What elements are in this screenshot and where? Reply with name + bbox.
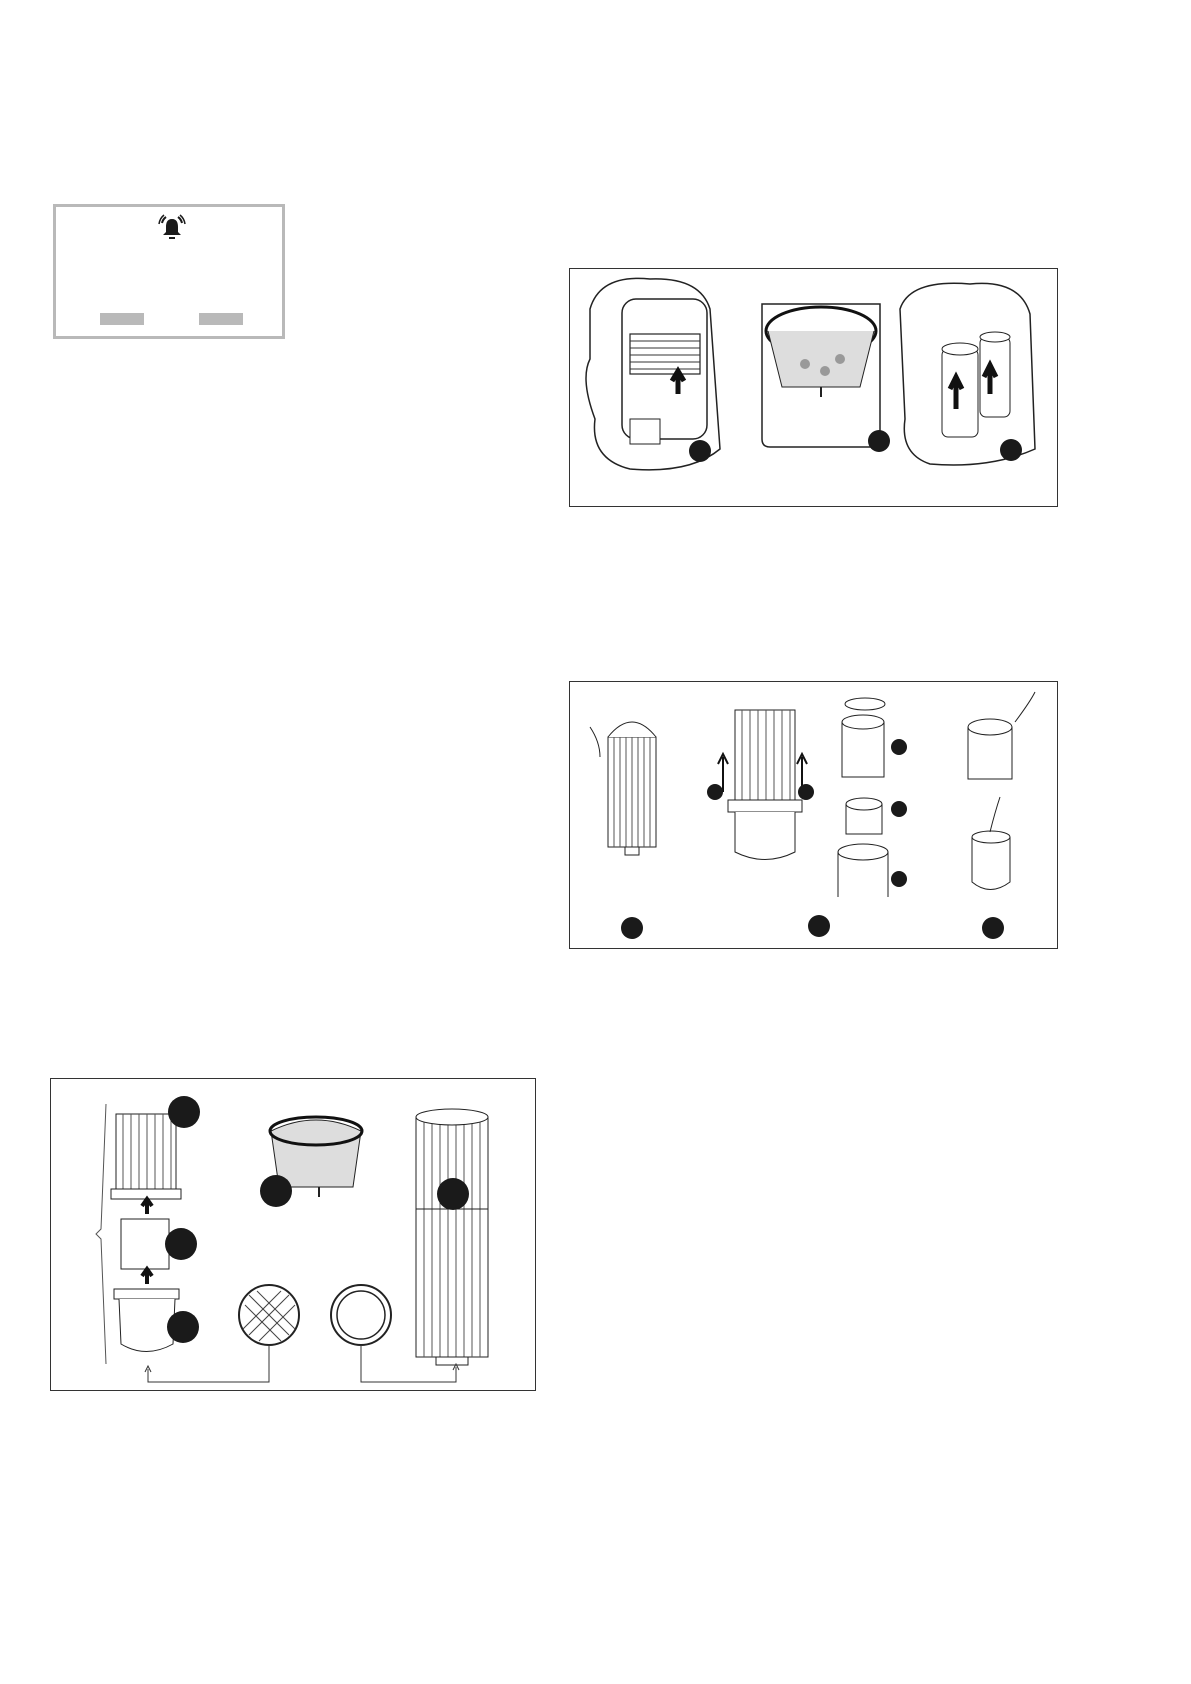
part-badge-4 [260, 1175, 292, 1207]
alert-button-right[interactable] [199, 313, 243, 325]
cleaned-parts-illustration [968, 692, 1035, 890]
cartridge-pair-illustration [900, 283, 1035, 465]
step-badge-c2 [891, 801, 907, 817]
part-badge-5 [437, 1178, 469, 1210]
tall-cartridge-part [416, 1109, 488, 1365]
mesh-disc-part [239, 1285, 299, 1345]
hose-rinse-illustration [590, 722, 656, 855]
step-badge-a [621, 917, 643, 939]
alert-button-left[interactable] [100, 313, 144, 325]
filter-parts-figure [50, 1078, 536, 1391]
step-badge-b2 [798, 784, 814, 800]
part-badge-3 [167, 1311, 199, 1343]
alert-dialog [53, 204, 285, 339]
step-badge-c1 [891, 739, 907, 755]
seal-ring-part [331, 1285, 391, 1345]
cartridge-housing-illustration [718, 710, 807, 860]
step-badge-b1 [707, 784, 723, 800]
part-badge-1 [168, 1096, 200, 1128]
alarm-bell-icon [157, 213, 187, 243]
step-badge-d [982, 917, 1004, 939]
step-badge-1 [689, 440, 711, 462]
part-badge-2 [165, 1228, 197, 1260]
step-badge-b [808, 915, 830, 937]
skimmer-removal-figure [569, 268, 1058, 507]
cartridge-cleaning-figure [569, 681, 1058, 949]
step-badge-2 [868, 430, 890, 452]
step-badge-3 [1000, 439, 1022, 461]
exploded-parts-illustration [838, 698, 888, 897]
step-badge-c3 [891, 871, 907, 887]
skimmer-basket-illustration [762, 304, 880, 447]
